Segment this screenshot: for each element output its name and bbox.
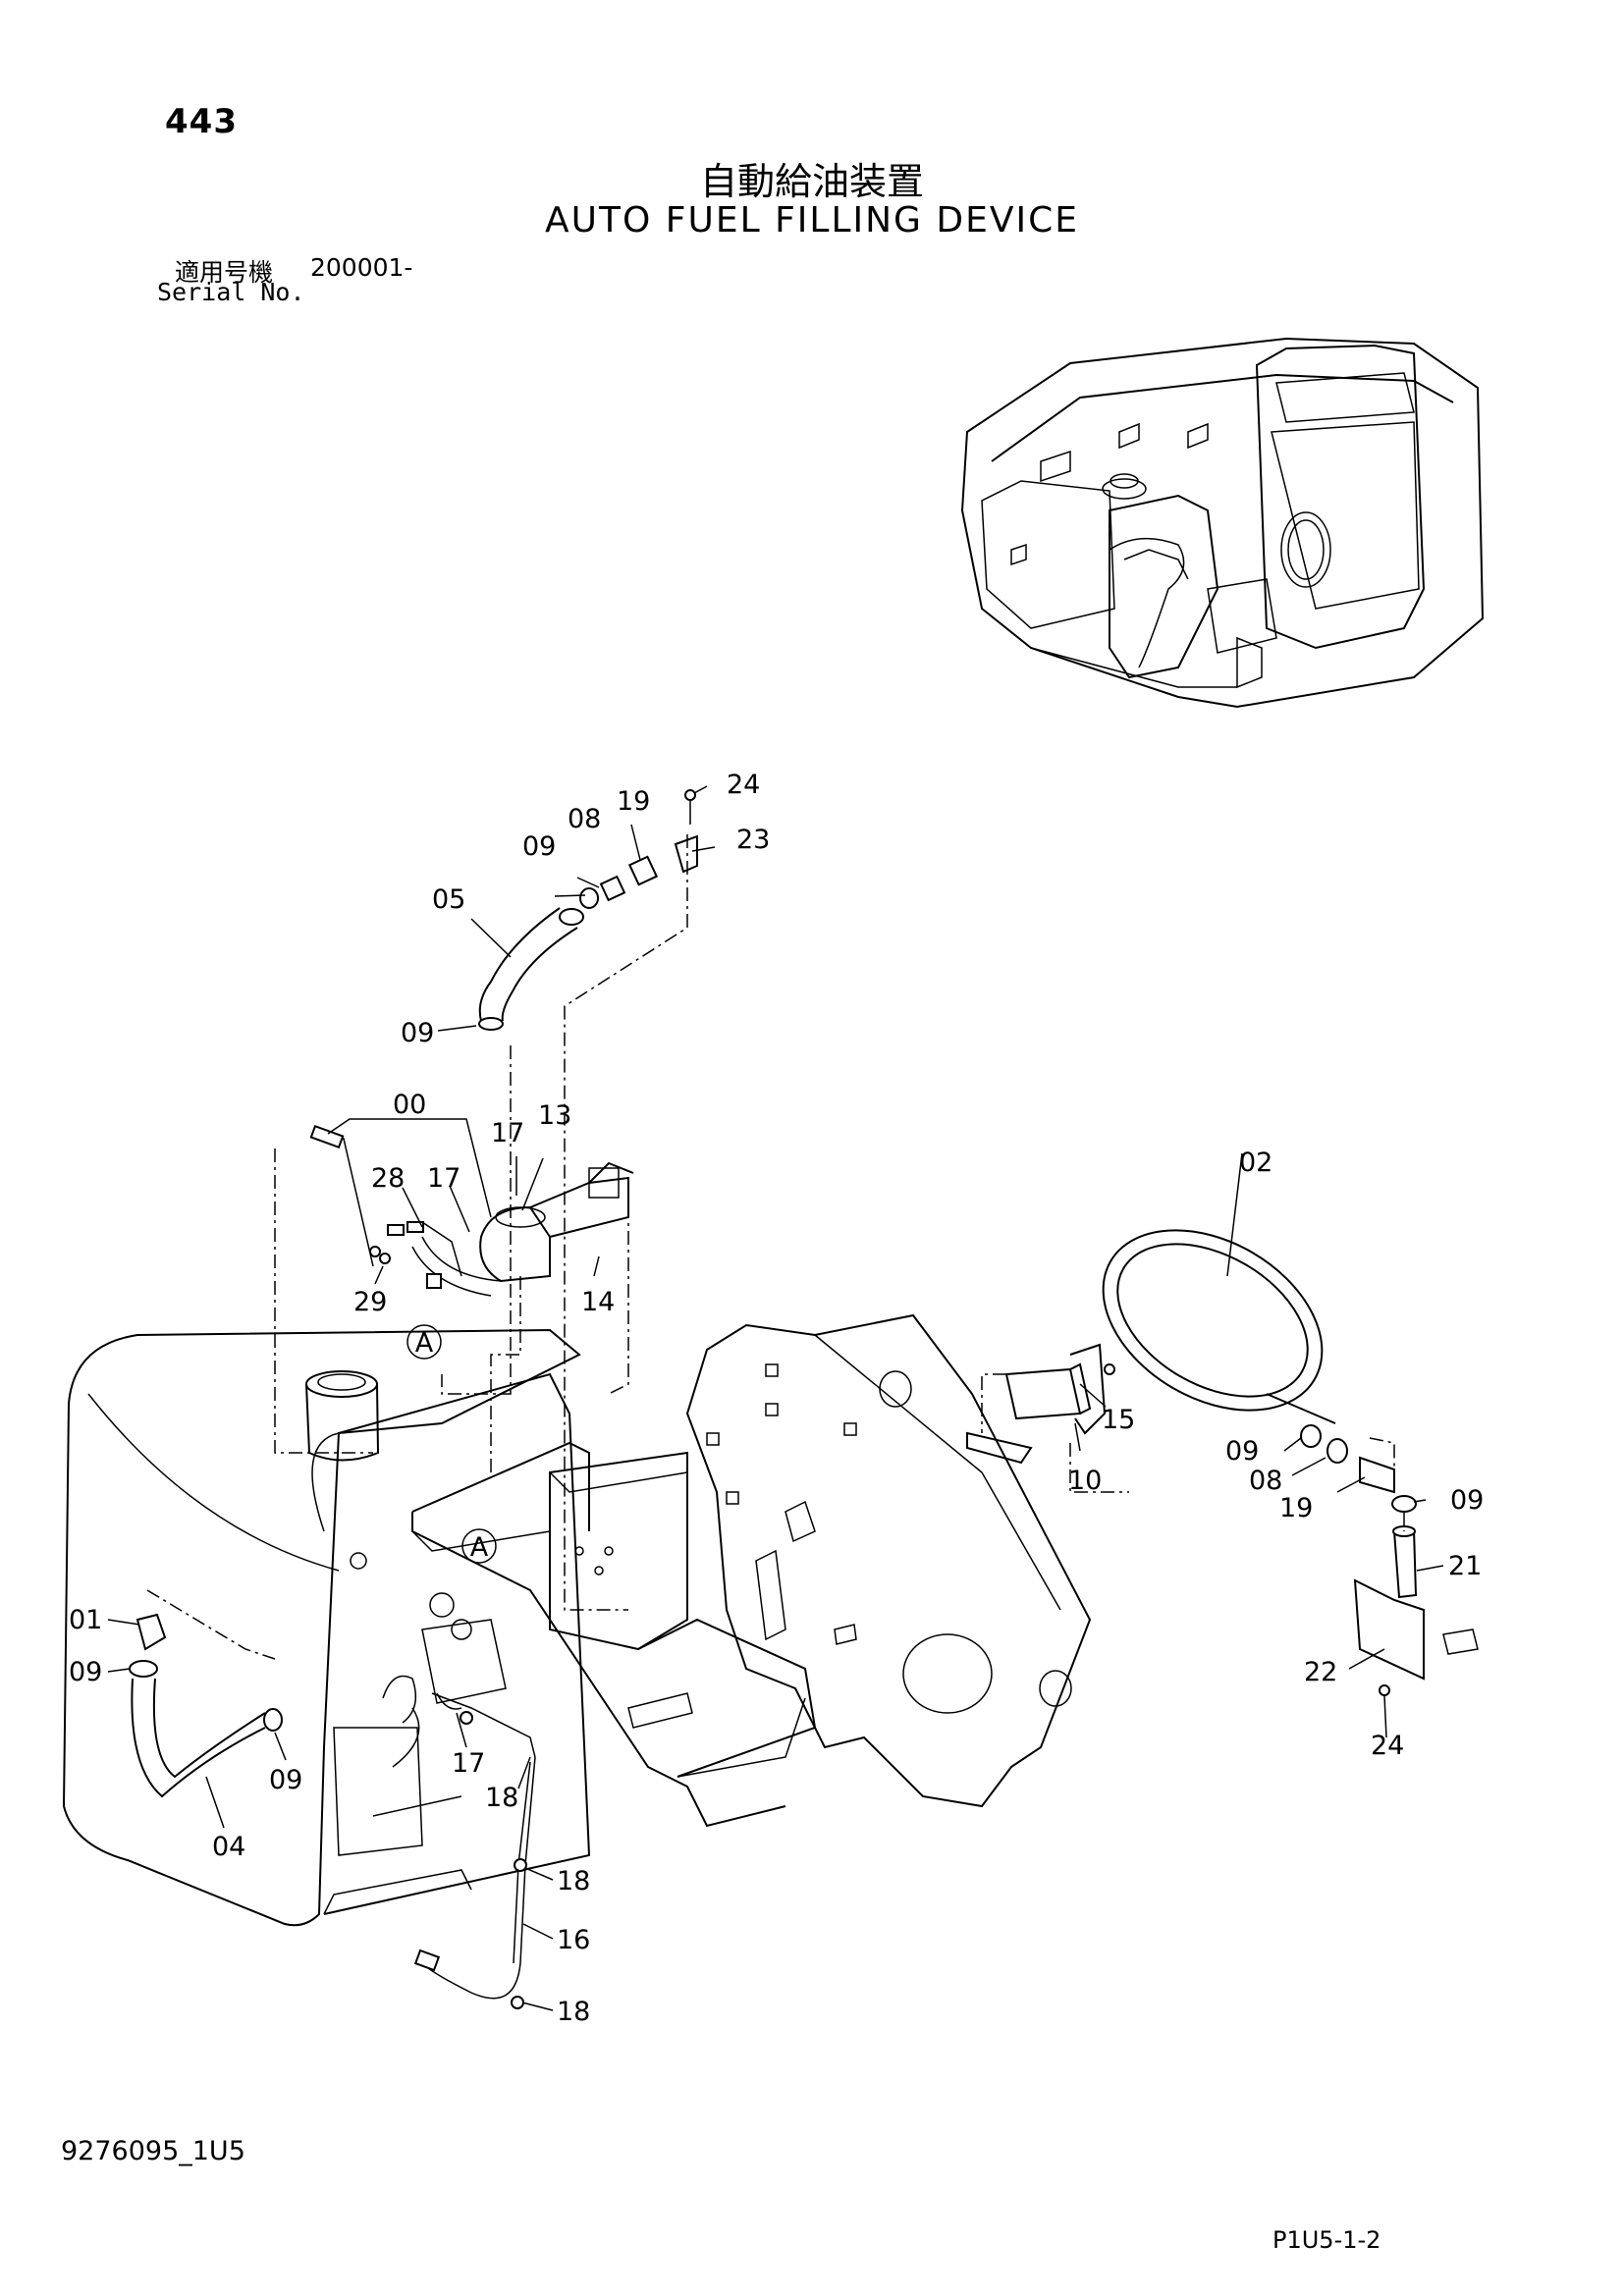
- reference-label-a-upper: A: [415, 1328, 434, 1359]
- upper-hose-assembly: [478, 789, 698, 1031]
- callout-09-hose-clamp: 09: [401, 1018, 434, 1048]
- serial-range: 200001-: [310, 253, 413, 282]
- callout-09-right-upper: 09: [1225, 1436, 1259, 1467]
- side-plate-drawing: [685, 1313, 1092, 1808]
- callout-01: 01: [69, 1605, 102, 1635]
- serial-label-english: Serial No.: [157, 278, 305, 306]
- excavator-overview-drawing: [960, 337, 1485, 709]
- reference-marker-a-upper: A: [406, 1324, 442, 1360]
- callout-15: 15: [1102, 1405, 1135, 1435]
- title-english: AUTO FUEL FILLING DEVICE: [545, 200, 1079, 240]
- callout-18-upper: 18: [485, 1783, 518, 1813]
- callout-08-top: 08: [568, 804, 601, 834]
- mounting-frame-drawing: [411, 1441, 817, 1828]
- callout-29: 29: [353, 1287, 387, 1317]
- pump-assembly-00: [309, 1124, 634, 1297]
- callout-22: 22: [1304, 1657, 1337, 1687]
- document-code: 9276095_1U5: [61, 2136, 245, 2166]
- callout-leader-lines: [107, 785, 1444, 2011]
- callout-23: 23: [736, 825, 770, 855]
- page-number: 443: [165, 102, 238, 141]
- callout-09-right-lower: 09: [1450, 1485, 1484, 1516]
- callout-24-right: 24: [1371, 1731, 1404, 1761]
- callout-28: 28: [371, 1163, 405, 1194]
- callout-19-right: 19: [1279, 1493, 1313, 1523]
- callout-17-lower: 17: [452, 1748, 485, 1779]
- callout-17-upper: 17: [491, 1118, 524, 1148]
- callout-00: 00: [393, 1090, 426, 1120]
- wiring-harness-16: [413, 1692, 536, 2009]
- right-fittings-assembly: [966, 1343, 1479, 1696]
- callout-18-mid: 18: [557, 1866, 590, 1896]
- callout-18-lower: 18: [557, 1997, 590, 2027]
- page-code: P1U5-1-2: [1272, 2226, 1381, 2254]
- callout-19-top: 19: [617, 786, 650, 817]
- reference-marker-a-lower: A: [461, 1528, 497, 1564]
- callout-09-left: 09: [69, 1657, 102, 1687]
- callout-21: 21: [1448, 1551, 1482, 1581]
- callout-numbers: 24 19 08 09 23 05 09 00 13 17 28 17 29 1…: [69, 770, 1484, 2027]
- callout-09-tank: 09: [269, 1765, 302, 1795]
- callout-17-mid: 17: [427, 1163, 460, 1194]
- callout-04: 04: [212, 1832, 245, 1862]
- title-japanese: 自動給油装置: [699, 160, 924, 203]
- serial-label-japanese: 適用号機: [175, 258, 274, 287]
- callout-16: 16: [557, 1925, 590, 1955]
- fuel-tank-drawing: [62, 1328, 591, 1927]
- callout-14: 14: [581, 1287, 615, 1317]
- callout-24-top: 24: [727, 770, 760, 800]
- callout-09-top-fitting: 09: [522, 831, 556, 862]
- callout-05: 05: [432, 884, 465, 915]
- fuel-hose-04: [129, 1613, 283, 1798]
- callout-13: 13: [538, 1100, 571, 1131]
- dashed-guide-lines: [146, 834, 1405, 1660]
- reference-label-a-lower: A: [470, 1532, 489, 1563]
- callout-10: 10: [1068, 1466, 1102, 1496]
- callout-08-right: 08: [1249, 1466, 1282, 1496]
- fuel-hose-coil-02: [1102, 1229, 1336, 1424]
- callout-02: 02: [1239, 1148, 1272, 1178]
